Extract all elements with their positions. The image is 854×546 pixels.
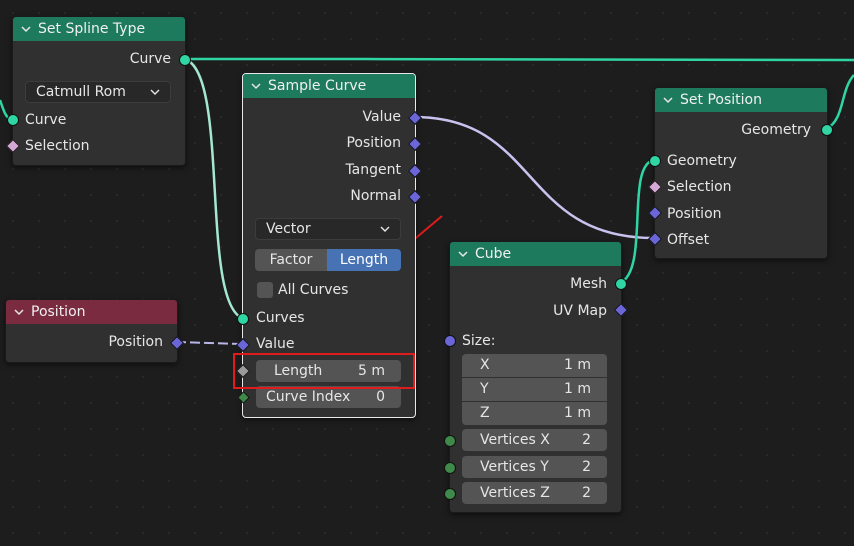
sample-curve-header[interactable]: Sample Curve [243,74,415,98]
position-node[interactable]: Position Position [5,299,178,363]
node-title: Position [31,304,86,320]
node-title: Set Position [680,92,762,108]
dropdown-value: Catmull Rom [36,84,126,100]
field-value: 1 m [564,405,591,421]
curve-index-field[interactable]: Curve Index 0 [256,386,401,408]
chevron-down-icon [150,88,160,96]
cube-header[interactable]: Cube [450,242,621,266]
field-value: 2 [582,485,591,501]
field-label: Vertices X [480,432,550,448]
field-value: 5 m [358,363,385,379]
size-x-field[interactable]: X 1 m [462,354,607,377]
node-title: Cube [475,246,512,262]
size-label: Size: [462,333,496,349]
field-label: Curve Index [266,389,351,405]
chevron-down-icon[interactable] [663,95,673,105]
socket-cube-vertices-z-in[interactable] [444,488,456,500]
socket-spline-curve-out[interactable] [179,54,191,66]
link-mesh-to-geometry [619,158,655,285]
field-value: 0 [376,389,385,405]
field-label: Z [480,405,490,421]
input-value-label: Value [256,336,295,352]
set-position-header[interactable]: Set Position [655,88,827,112]
chevron-down-icon[interactable] [21,24,31,34]
data-type-dropdown[interactable]: Vector [255,218,401,240]
input-geometry-label: Geometry [667,153,737,169]
all-curves-checkbox[interactable] [257,282,273,298]
field-label: Vertices Y [480,459,549,475]
chevron-down-icon [380,225,390,233]
input-curves-label: Curves [256,310,305,326]
socket-cube-size-in[interactable] [444,335,456,347]
socket-sample-curves-in[interactable] [237,313,249,325]
link-position-to-value [175,341,243,345]
length-field[interactable]: Length 5 m [256,360,401,382]
mode-length-button[interactable]: Length [327,249,401,271]
socket-setpos-geometry-out[interactable] [821,124,833,136]
set-spline-type-header[interactable]: Set Spline Type [13,17,185,41]
output-mesh-label: Mesh [570,276,607,292]
spline-type-dropdown[interactable]: Catmull Rom [25,81,171,103]
field-value: 1 m [564,357,591,373]
output-tangent-label: Tangent [345,162,401,178]
input-selection-label: Selection [667,179,732,195]
set-spline-type-node[interactable]: Set Spline Type Curve Catmull Rom Curve … [12,16,186,166]
socket-spline-curve-in[interactable] [7,114,19,126]
position-header[interactable]: Position [6,300,177,324]
output-geometry-label: Geometry [741,122,811,138]
vertices-x-field[interactable]: Vertices X 2 [462,429,607,451]
field-value: 1 m [564,381,591,397]
length-highlight-box [233,353,415,389]
dropdown-value: Vector [266,221,311,237]
input-curve-label: Curve [25,112,67,128]
all-curves-label: All Curves [278,282,349,298]
input-selection-label: Selection [25,138,90,154]
sample-curve-node[interactable]: Sample Curve Value Position Tangent Norm… [242,73,416,418]
cube-node[interactable]: Cube Mesh UV Map Size: X 1 m Y 1 m Z 1 m… [449,241,622,513]
output-curve-label: Curve [129,51,171,67]
field-label: Vertices Z [480,485,550,501]
vertices-y-field[interactable]: Vertices Y 2 [462,456,607,478]
socket-cube-vertices-x-in[interactable] [444,435,456,447]
mode-factor-button[interactable]: Factor [255,249,327,271]
output-position-label: Position [108,334,163,350]
output-normal-label: Normal [350,188,401,204]
link-geometry-out [825,74,854,131]
output-position-label: Position [346,135,401,151]
socket-cube-mesh-out[interactable] [615,278,627,290]
field-label: Length [274,363,323,379]
input-offset-label: Offset [667,232,710,248]
link-spline-to-right [183,57,854,62]
socket-setpos-geometry-in[interactable] [649,155,661,167]
socket-cube-vertices-y-in[interactable] [444,462,456,474]
mode-toggle[interactable]: Factor Length [255,249,401,271]
node-title: Sample Curve [268,78,367,94]
vertices-z-field[interactable]: Vertices Z 2 [462,482,607,504]
field-label: X [480,357,490,373]
chevron-down-icon[interactable] [14,307,24,317]
input-position-label: Position [667,206,722,222]
chevron-down-icon[interactable] [458,249,468,259]
node-title: Set Spline Type [38,21,146,37]
output-value-label: Value [362,109,401,125]
size-z-field[interactable]: Z 1 m [462,402,607,425]
link-spline-to-curves [183,57,243,320]
field-value: 2 [582,432,591,448]
link-value-to-offset [413,115,655,240]
field-value: 2 [582,459,591,475]
output-uvmap-label: UV Map [553,303,607,319]
size-y-field[interactable]: Y 1 m [462,378,607,401]
chevron-down-icon[interactable] [251,81,261,91]
field-label: Y [480,381,489,397]
set-position-node[interactable]: Set Position Geometry Geometry Selection… [654,87,828,259]
